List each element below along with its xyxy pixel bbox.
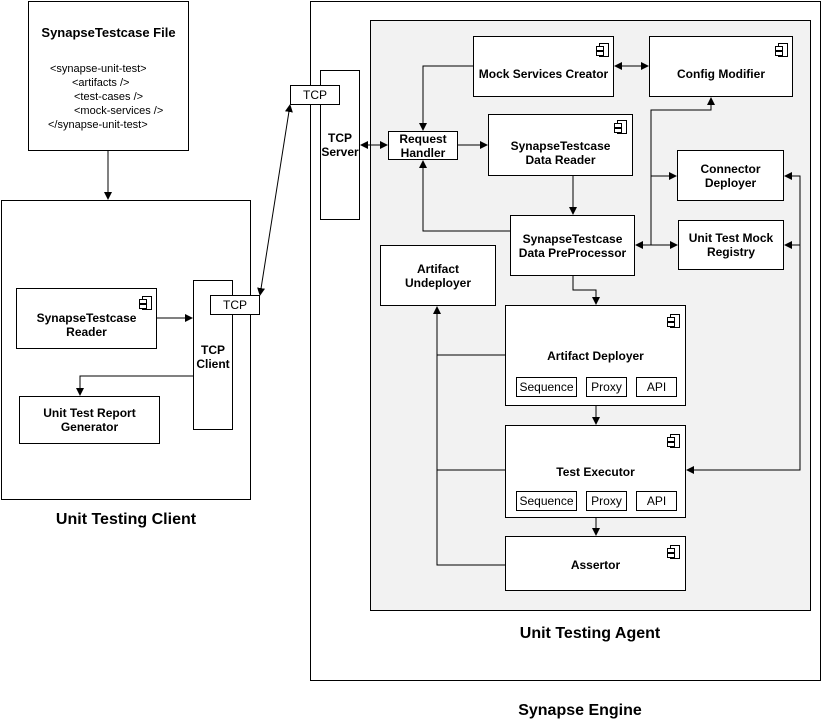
tcp-server-port-tag: TCP [290, 85, 340, 105]
assertor-node: Assertor [505, 536, 686, 591]
xml-line-mock-services: <mock-services /> [74, 105, 164, 117]
unit-testing-agent-title: Unit Testing Agent [519, 625, 661, 642]
test-executor-sequence: Sequence [516, 491, 577, 511]
unit-test-report-generator-node: Unit Test Report Generator [19, 396, 160, 444]
tcp-server-node: TCP Server [320, 70, 360, 220]
config-modifier-label: Config Modifier [677, 67, 765, 81]
component-icon [667, 545, 680, 559]
synapse-testcase-preprocessor-label: SynapseTestcase Data PreProcessor [518, 231, 627, 260]
unit-testing-client-title: Unit Testing Client [55, 511, 197, 528]
unit-test-report-generator-label: Unit Test Report Generator [43, 406, 136, 434]
component-icon [667, 434, 680, 448]
artifact-deployer-node: Artifact Deployer Sequence Proxy API [505, 305, 686, 406]
component-icon [614, 120, 627, 134]
xml-line-test-cases: <test-cases /> [74, 91, 144, 103]
artifact-undeployer-label: Artifact Undeployer [404, 261, 471, 290]
synapse-testcase-data-reader-node: SynapseTestcase Data Reader [488, 114, 633, 176]
xml-line-close: </synapse-unit-test> [48, 119, 148, 131]
artifact-deployer-proxy: Proxy [586, 377, 627, 397]
artifact-undeployer-node: Artifact Undeployer [380, 245, 496, 306]
edge-preprocessor-config [635, 97, 715, 249]
synapse-testcase-reader-label: SynapseTestcase Reader [36, 311, 137, 339]
edge-connector-to-executor [686, 172, 801, 474]
synapse-testcase-file-title: SynapseTestcase File [41, 25, 176, 40]
tcp-server-label: TCP Server [321, 131, 359, 159]
mock-services-creator-node: Mock Services Creator [473, 36, 614, 97]
synapse-testcase-file-box: SynapseTestcase File <synapse-unit-test>… [28, 1, 189, 151]
synapse-testcase-preprocessor-node: SynapseTestcase Data PreProcessor [510, 215, 635, 276]
synapse-engine-title: Synapse Engine [518, 702, 642, 719]
edge-tcp-link [257, 104, 293, 296]
artifact-deployer-sequence: Sequence [516, 377, 577, 397]
tcp-client-label: TCP Client [196, 343, 230, 371]
edge-preprocessor-to-handler [419, 160, 510, 232]
edge-preprocessor-to-deployer [572, 276, 600, 305]
request-handler-label: Request Handler [399, 131, 447, 160]
component-icon [667, 314, 680, 328]
xml-line-artifacts: <artifacts /> [72, 77, 130, 89]
test-executor-node: Test Executor Sequence Proxy API [505, 425, 686, 518]
edge-mock-to-handler [419, 65, 473, 131]
test-executor-api: API [636, 491, 677, 511]
artifact-deployer-label: Artifact Deployer [547, 349, 644, 363]
assertor-label: Assertor [570, 557, 621, 572]
request-handler-node: Request Handler [388, 131, 458, 160]
test-executor-label: Test Executor [556, 465, 635, 479]
test-executor-proxy: Proxy [586, 491, 627, 511]
edge-tcp-client-to-report [76, 375, 193, 396]
component-icon [139, 296, 152, 310]
component-icon [775, 43, 788, 57]
edge-assertor-to-undeployer [433, 306, 505, 566]
config-modifier-node: Config Modifier [649, 36, 793, 97]
tcp-client-port-tag: TCP [210, 295, 260, 315]
synapse-testcase-data-reader-label: SynapseTestcase Data Reader [510, 139, 611, 167]
mock-services-creator-label: Mock Services Creator [478, 67, 609, 81]
synapse-testcase-reader-node [16, 288, 157, 349]
component-icon [596, 43, 609, 57]
xml-line-open: <synapse-unit-test> [50, 63, 147, 75]
artifact-deployer-api: API [636, 377, 677, 397]
